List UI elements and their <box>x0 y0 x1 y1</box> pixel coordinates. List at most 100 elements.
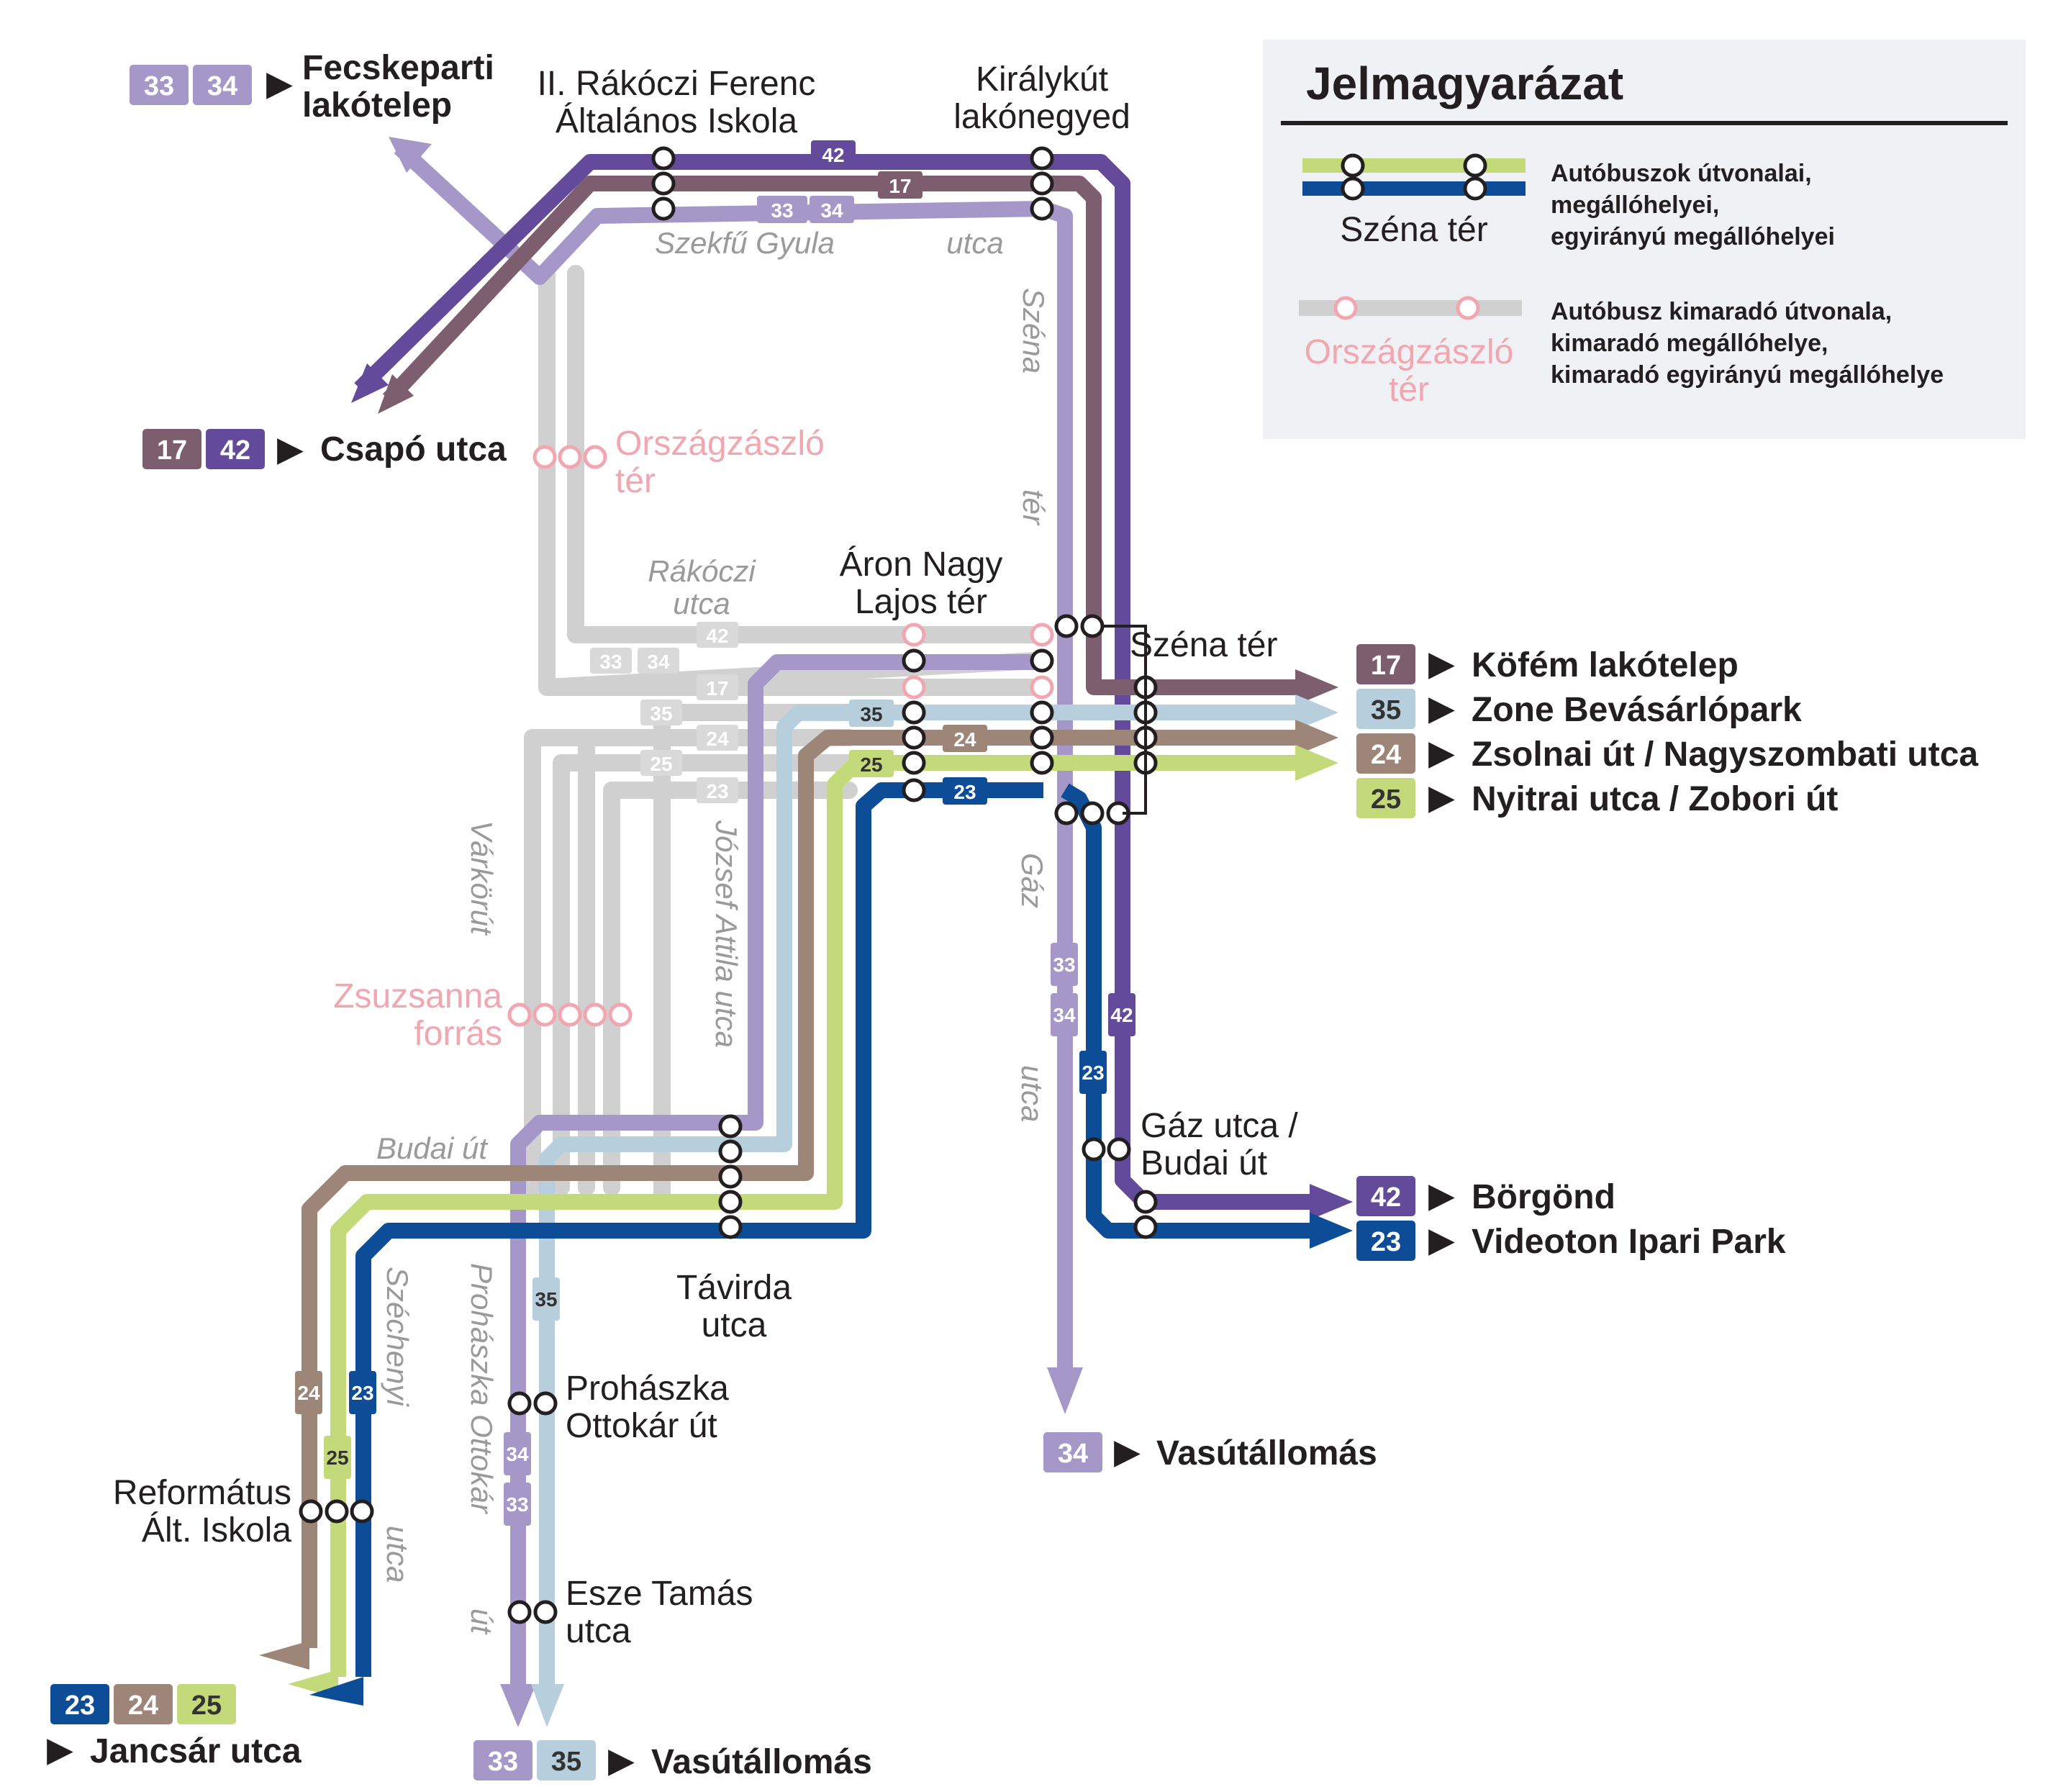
stop-kiralykut-2 <box>1030 171 1054 196</box>
tag-25-sz-text: 25 <box>326 1447 348 1469</box>
badge-34-fecskeparti-text: 34 <box>207 71 237 101</box>
arrow-videoton <box>1310 1213 1353 1249</box>
legend-closed-desc-2: kimaradó megállóhelye, <box>1551 330 1828 357</box>
closed-stop-zsuzsanna-1 <box>507 1003 532 1027</box>
closed-tag-34-text: 34 <box>647 651 670 673</box>
badge-35-zone <box>1356 689 1415 729</box>
legend-title-rule <box>1281 121 2008 125</box>
dest-vasut34: Vasútállomás <box>1156 1434 1377 1472</box>
tag-17-top-text: 17 <box>889 175 911 197</box>
closed-line-23 <box>603 782 858 1196</box>
tag-23-sz-text: 23 <box>351 1382 373 1404</box>
badge-23-videoton <box>1356 1221 1415 1261</box>
street-prohaszka: Prohászka Ottokár <box>465 1263 499 1515</box>
badge-35-vasut <box>537 1740 596 1780</box>
legend-stop-2a <box>1463 153 1487 178</box>
dest-vasut3335: Vasútállomás <box>651 1743 872 1781</box>
route-line-24 <box>302 730 1295 1648</box>
stop-label-zsuzsanna-1: Zsuzsanna <box>333 977 502 1015</box>
arrow-icon-zone: ▶ <box>1428 689 1455 728</box>
stop-szena-1 <box>1054 614 1079 638</box>
tag-25-mid-text: 25 <box>860 754 882 776</box>
badge-25-jancsar <box>177 1684 236 1724</box>
tag-23-gaz <box>1079 1051 1107 1094</box>
closed-tag-42 <box>697 622 738 648</box>
tag-35-proh <box>532 1277 560 1321</box>
tag-34-top <box>810 196 854 223</box>
tag-42-gaz-text: 42 <box>1110 1004 1133 1026</box>
badge-34-fecskeparti <box>193 65 252 105</box>
destinations: 33 34 ▶ 17 42 ▶ 17 ▶ Köfém lakótelep 35 … <box>47 65 1978 1781</box>
legend-title: Jelmagyarázat <box>1306 58 1623 109</box>
closed-tag-24-text: 24 <box>706 728 729 750</box>
stop-aron-g <box>1030 700 1054 725</box>
route-line-33-mid <box>510 654 1043 1706</box>
dest-borgond: Börgönd <box>1472 1178 1615 1216</box>
legend-normal-stop-name: Széna tér <box>1340 211 1487 249</box>
arrow-icon-jancsar: ▶ <box>47 1731 73 1769</box>
stop-aron-e <box>902 778 926 802</box>
closed-stops <box>507 445 1054 1027</box>
stop-label-tavirda-2: utca <box>702 1306 767 1344</box>
legend-sample-green <box>1302 158 1526 173</box>
stop-labels: Fecskeparti lakótelep II. Rákóczi Ferenc… <box>113 49 1299 1650</box>
closed-tag-24 <box>697 725 738 751</box>
dest-zone: Zone Bevásárlópark <box>1472 691 1802 729</box>
closed-route-tags: 42 33 34 17 35 24 25 23 <box>590 622 738 803</box>
badge-24-zsolnai <box>1356 733 1415 774</box>
badge-17-csapo <box>142 429 201 469</box>
szena-ter-bracket <box>1101 625 1147 815</box>
tag-33-proh-text: 33 <box>506 1493 528 1516</box>
legend-stop-1a <box>1341 153 1365 178</box>
closed-tag-34 <box>638 648 679 674</box>
arrow-icon-videoton: ▶ <box>1428 1221 1455 1259</box>
stop-label-zsuzsanna-2: forrás <box>414 1015 502 1053</box>
tag-24-mid-text: 24 <box>953 728 976 751</box>
street-rakoczi-1: Rákóczi <box>648 554 756 588</box>
tag-17-top <box>878 171 923 199</box>
street-gaz: Gáz <box>1015 853 1049 908</box>
dest-videoton: Videoton Ipari Park <box>1472 1223 1786 1261</box>
badge-25-jancsar-text: 25 <box>191 1691 222 1721</box>
closed-stop-aron-2 <box>902 675 926 700</box>
stop-reformatus-1 <box>299 1499 323 1524</box>
stop-tavirda-2 <box>718 1139 743 1164</box>
stop-szena-8 <box>1080 801 1105 825</box>
stop-reformatus-3 <box>350 1499 374 1524</box>
tag-25-sz <box>324 1436 351 1479</box>
badge-33-vasut-text: 33 <box>488 1747 518 1777</box>
arrow-borgond <box>1310 1184 1353 1220</box>
badge-23-jancsar-text: 23 <box>65 1691 95 1721</box>
stop-gaz-2 <box>1107 1137 1131 1162</box>
stop-gaz-3 <box>1133 1190 1158 1214</box>
stop-aron-c <box>902 725 926 750</box>
closed-tag-35 <box>640 700 682 725</box>
closed-tag-35-text: 35 <box>650 702 672 725</box>
street-labels: Szekfű Gyula utca Széna tér Rákóczi utca… <box>376 226 1051 1635</box>
arrow-jancsar-24 <box>259 1641 309 1670</box>
arrow-nyitrai <box>1295 745 1338 781</box>
tag-34-top-text: 34 <box>820 199 843 222</box>
legend-normal-desc-1: Autóbuszok útvonalai, <box>1551 160 1812 187</box>
badge-24-jancsar <box>114 1684 173 1724</box>
tag-42-gaz <box>1108 993 1135 1036</box>
legend-stop-2b <box>1463 176 1487 201</box>
stop-label-fecskeparti-1: Fecskeparti <box>302 49 494 87</box>
tag-42-top <box>811 140 856 168</box>
tag-34-gaz <box>1051 993 1078 1036</box>
closed-tag-17 <box>697 674 738 700</box>
badge-33-fecskeparti <box>130 65 189 105</box>
badge-23-videoton-text: 23 <box>1371 1227 1401 1257</box>
closed-tag-33 <box>590 648 632 674</box>
closed-stop-aron-4 <box>1030 675 1054 700</box>
closed-tag-23-text: 23 <box>706 780 728 802</box>
badge-35-zone-text: 35 <box>1371 695 1401 725</box>
stop-reformatus-2 <box>325 1499 349 1524</box>
tag-33-gaz <box>1051 943 1078 986</box>
arrow-icon-zsolnai: ▶ <box>1428 734 1455 772</box>
stop-esze-2 <box>533 1600 558 1624</box>
stop-label-szena: Széna tér <box>1130 626 1277 664</box>
tag-25-mid <box>849 750 894 777</box>
stop-aron-a <box>902 648 926 673</box>
